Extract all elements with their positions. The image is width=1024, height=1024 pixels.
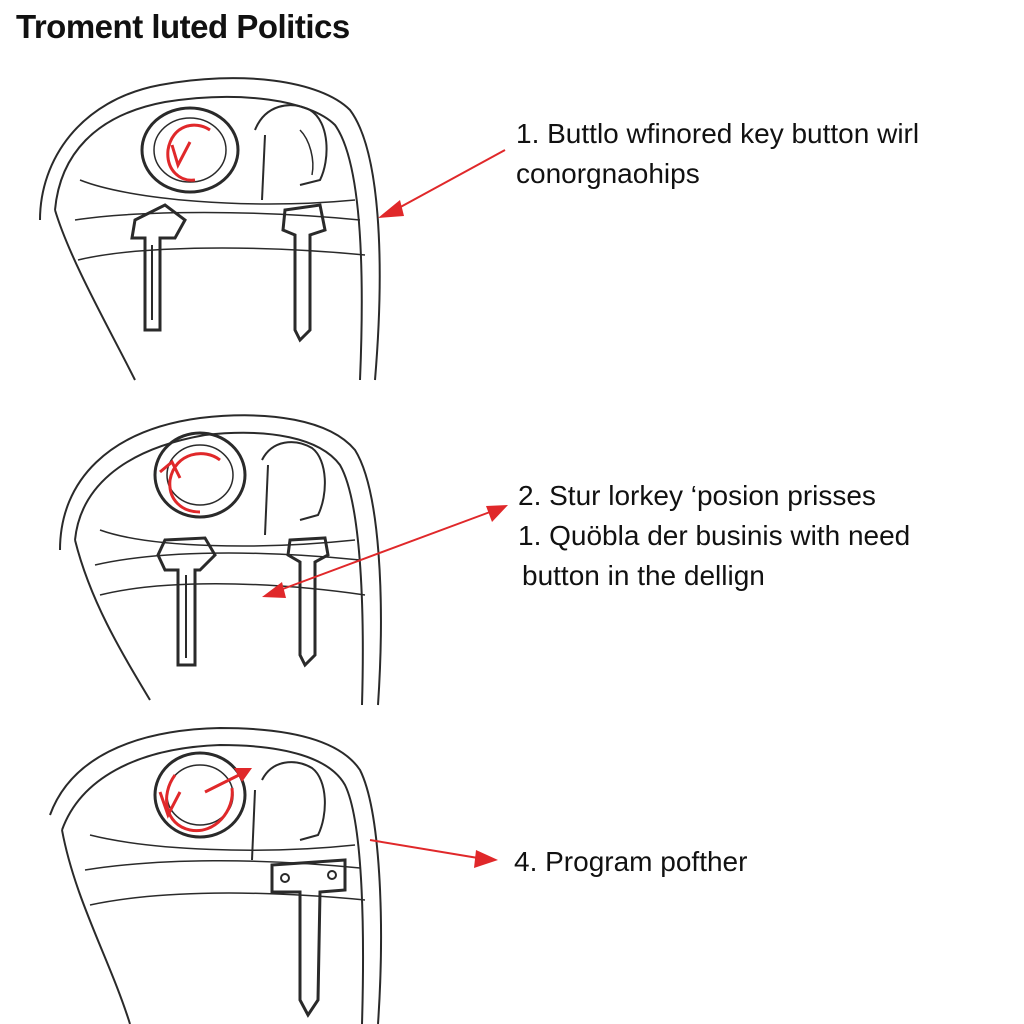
step-3-line-1: 4. Program pofther <box>514 846 748 877</box>
panel-2-left-key <box>156 536 217 667</box>
panel-3-housing-outline <box>49 726 382 1024</box>
diagram-title: Troment luted Politics <box>16 8 350 45</box>
panel-3-ignition-ring <box>153 751 247 839</box>
panel-2-rotate-arrow <box>168 452 221 514</box>
panel-3-rotate-arrow <box>165 774 234 833</box>
panel-1-illustration <box>39 77 506 381</box>
panel-3-key <box>270 858 347 1018</box>
step-2-text: 2. Stur lorkey ‘posion prisses 1. Quöbla… <box>518 476 910 596</box>
panel-1-housing-outline <box>39 77 381 381</box>
step-1-text: 1. Buttlo wfinored key button wirl conor… <box>516 114 919 194</box>
step-1-line-2: conorgnaohips <box>516 158 700 189</box>
panel-3-illustration <box>49 726 498 1024</box>
panel-1-callout-arrow <box>378 149 506 218</box>
step-2-line-1: 2. Stur lorkey ‘posion prisses <box>518 480 876 511</box>
panel-1-right-key <box>281 203 327 343</box>
panel-1-left-key <box>130 203 187 332</box>
step-2-line-3: button in the dellign <box>522 560 765 591</box>
panel-1-rotate-arrow <box>166 123 211 182</box>
panel-3-callout-arrow <box>369 839 498 868</box>
step-2-line-2: 1. Quöbla der businis with need <box>518 520 911 551</box>
panel-2-housing-outline <box>59 414 382 706</box>
panel-2-right-key <box>286 536 330 668</box>
panel-2-ignition-ring <box>153 431 247 519</box>
panel-2-illustration <box>59 414 508 706</box>
panel-1-ignition-ring <box>140 106 240 194</box>
step-3-text: 4. Program pofther <box>514 842 747 882</box>
step-1-line-1: 1. Buttlo wfinored key button wirl <box>516 118 920 149</box>
panel-2-callout-arrow <box>262 505 508 598</box>
